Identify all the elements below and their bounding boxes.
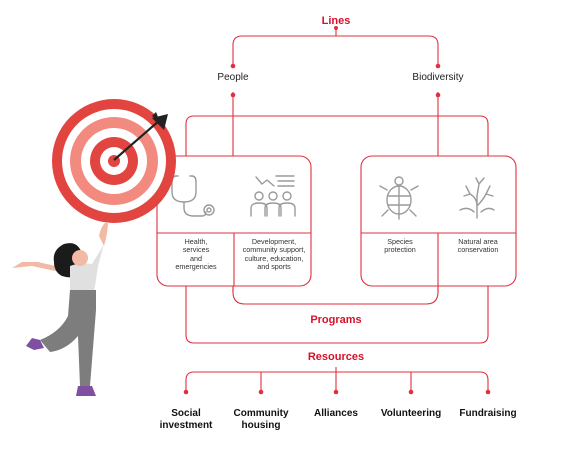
programs-bottom-frame xyxy=(185,286,489,344)
woman-illustration xyxy=(12,222,108,396)
line-biodiversity: Biodiversity xyxy=(412,72,464,83)
arrow-icon xyxy=(113,112,168,161)
lines-join xyxy=(232,291,439,305)
resource-social-investment: Social investment xyxy=(159,408,213,431)
coral-icon xyxy=(459,177,495,219)
resource-alliances: Alliances xyxy=(314,408,358,419)
program-species: Species protection xyxy=(384,237,416,255)
programs-top-frame xyxy=(185,115,489,156)
resource-fundraising: Fundraising xyxy=(459,408,517,419)
turtle-icon xyxy=(379,176,419,220)
resource-community-housing: Community housing xyxy=(233,408,289,431)
community-icon xyxy=(250,175,296,217)
program-development: Development, community support, culture,… xyxy=(242,237,306,271)
program-health: Health, services and emergencies xyxy=(175,237,217,271)
program-natural-area: Natural area conservation xyxy=(457,237,499,255)
programs-title: Programs xyxy=(310,314,362,326)
resources-bracket xyxy=(185,371,489,392)
lines-title: Lines xyxy=(321,15,351,27)
resource-volunteering: Volunteering xyxy=(380,408,442,419)
lines-bracket xyxy=(232,35,439,66)
line-people: People xyxy=(217,72,249,83)
resources-title: Resources xyxy=(307,351,365,363)
